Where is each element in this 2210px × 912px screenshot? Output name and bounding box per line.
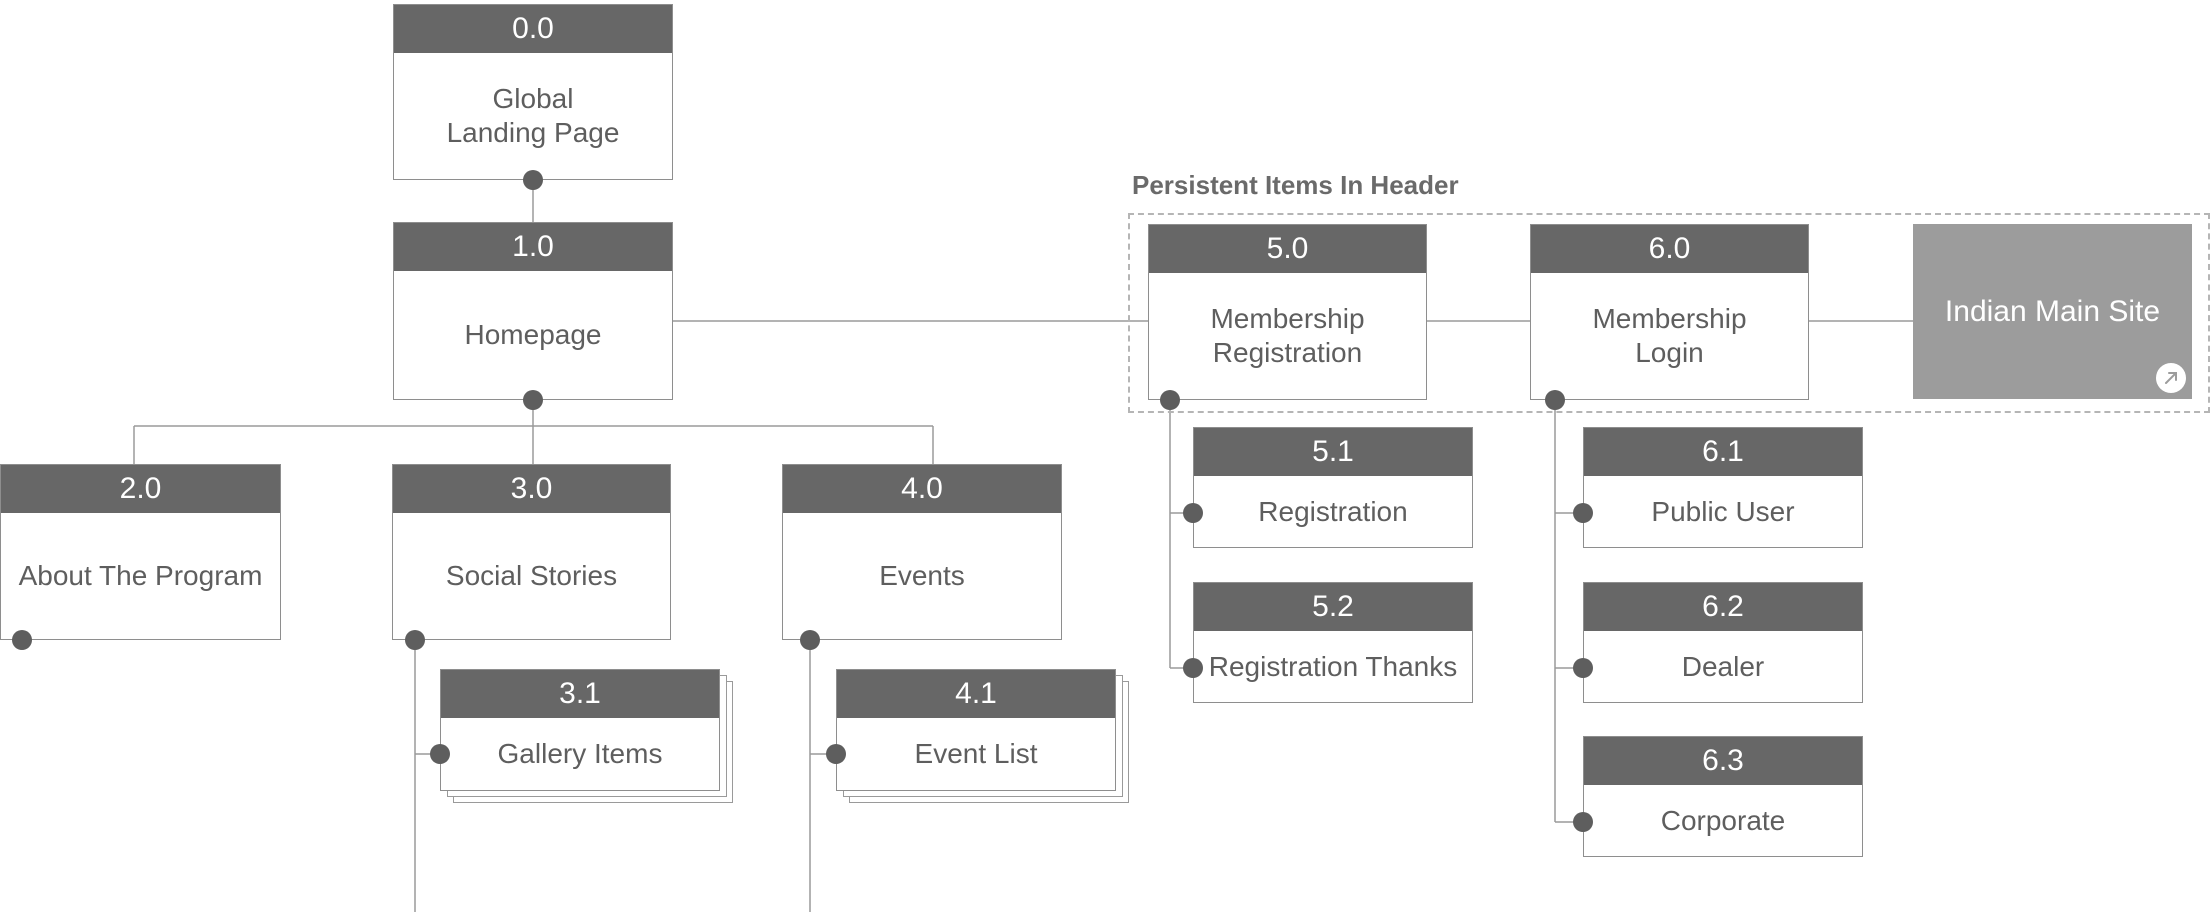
- node-number: 6.1: [1584, 428, 1862, 476]
- node-number: 1.0: [394, 223, 672, 271]
- node-number: 2.0: [1, 465, 280, 513]
- connector-dot: [1183, 503, 1203, 523]
- node-5.1[interactable]: 5.1 Registration: [1193, 427, 1473, 548]
- connector-dot: [1545, 390, 1565, 410]
- node-2.0[interactable]: 2.0 About The Program: [0, 464, 281, 640]
- connector-dot: [1160, 390, 1180, 410]
- node-number: 5.1: [1194, 428, 1472, 476]
- node-label: Social Stories: [445, 560, 618, 591]
- node-number: 4.1: [837, 670, 1115, 718]
- node-label: Global Landing Page: [446, 83, 620, 148]
- node-number: 6.0: [1531, 225, 1808, 273]
- node-number: 5.2: [1194, 583, 1472, 631]
- connector-dot: [826, 744, 846, 764]
- node-number: 5.0: [1149, 225, 1426, 273]
- connector-dot: [1573, 812, 1593, 832]
- external-link-icon: [2156, 363, 2186, 393]
- node-6.1[interactable]: 6.1 Public User: [1583, 427, 1863, 548]
- node-number: 6.3: [1584, 737, 1862, 785]
- node-number: 0.0: [394, 5, 672, 53]
- node-4.0[interactable]: 4.0 Events: [782, 464, 1062, 640]
- persistent-items-group: [1128, 213, 2210, 413]
- node-6.2[interactable]: 6.2 Dealer: [1583, 582, 1863, 703]
- connector-dot: [430, 744, 450, 764]
- node-label: Gallery Items: [497, 738, 663, 769]
- node-3.0[interactable]: 3.0 Social Stories: [392, 464, 671, 640]
- node-6.0[interactable]: 6.0 Membership Login: [1530, 224, 1809, 400]
- node-label: Membership Registration: [1210, 303, 1365, 368]
- node-label: Membership Login: [1592, 303, 1747, 368]
- external-link-indian-main-site[interactable]: Indian Main Site: [1913, 224, 2192, 399]
- node-6.3[interactable]: 6.3 Corporate: [1583, 736, 1863, 857]
- node-label: Event List: [914, 738, 1038, 769]
- connector-dot: [12, 630, 32, 650]
- connector-dot: [1183, 658, 1203, 678]
- node-3.1[interactable]: 3.1 Gallery Items: [440, 669, 720, 791]
- node-number: 3.1: [441, 670, 719, 718]
- node-0.0[interactable]: 0.0 Global Landing Page: [393, 4, 673, 180]
- external-label: Indian Main Site: [1944, 294, 2161, 328]
- connector-dot: [1573, 503, 1593, 523]
- node-label: Events: [879, 560, 965, 591]
- node-5.0[interactable]: 5.0 Membership Registration: [1148, 224, 1427, 400]
- node-label: Public User: [1651, 495, 1795, 527]
- node-label: Corporate: [1660, 804, 1786, 836]
- node-5.2[interactable]: 5.2 Registration Thanks: [1193, 582, 1473, 703]
- node-1.0[interactable]: 1.0 Homepage: [393, 222, 673, 400]
- node-label: About The Program: [18, 560, 263, 591]
- node-number: 3.0: [393, 465, 670, 513]
- node-label: Homepage: [464, 319, 602, 350]
- node-number: 6.2: [1584, 583, 1862, 631]
- node-label: Registration: [1258, 495, 1408, 527]
- connector-dot: [523, 390, 543, 410]
- node-number: 4.0: [783, 465, 1061, 513]
- connector-dot: [1573, 658, 1593, 678]
- node-label: Dealer: [1681, 650, 1765, 682]
- node-4.1[interactable]: 4.1 Event List: [836, 669, 1116, 791]
- group-title: Persistent Items In Header: [1132, 170, 1459, 200]
- connector-dot: [523, 170, 543, 190]
- connector-dot: [800, 630, 820, 650]
- connector-dot: [405, 630, 425, 650]
- node-label: Registration Thanks: [1208, 650, 1458, 682]
